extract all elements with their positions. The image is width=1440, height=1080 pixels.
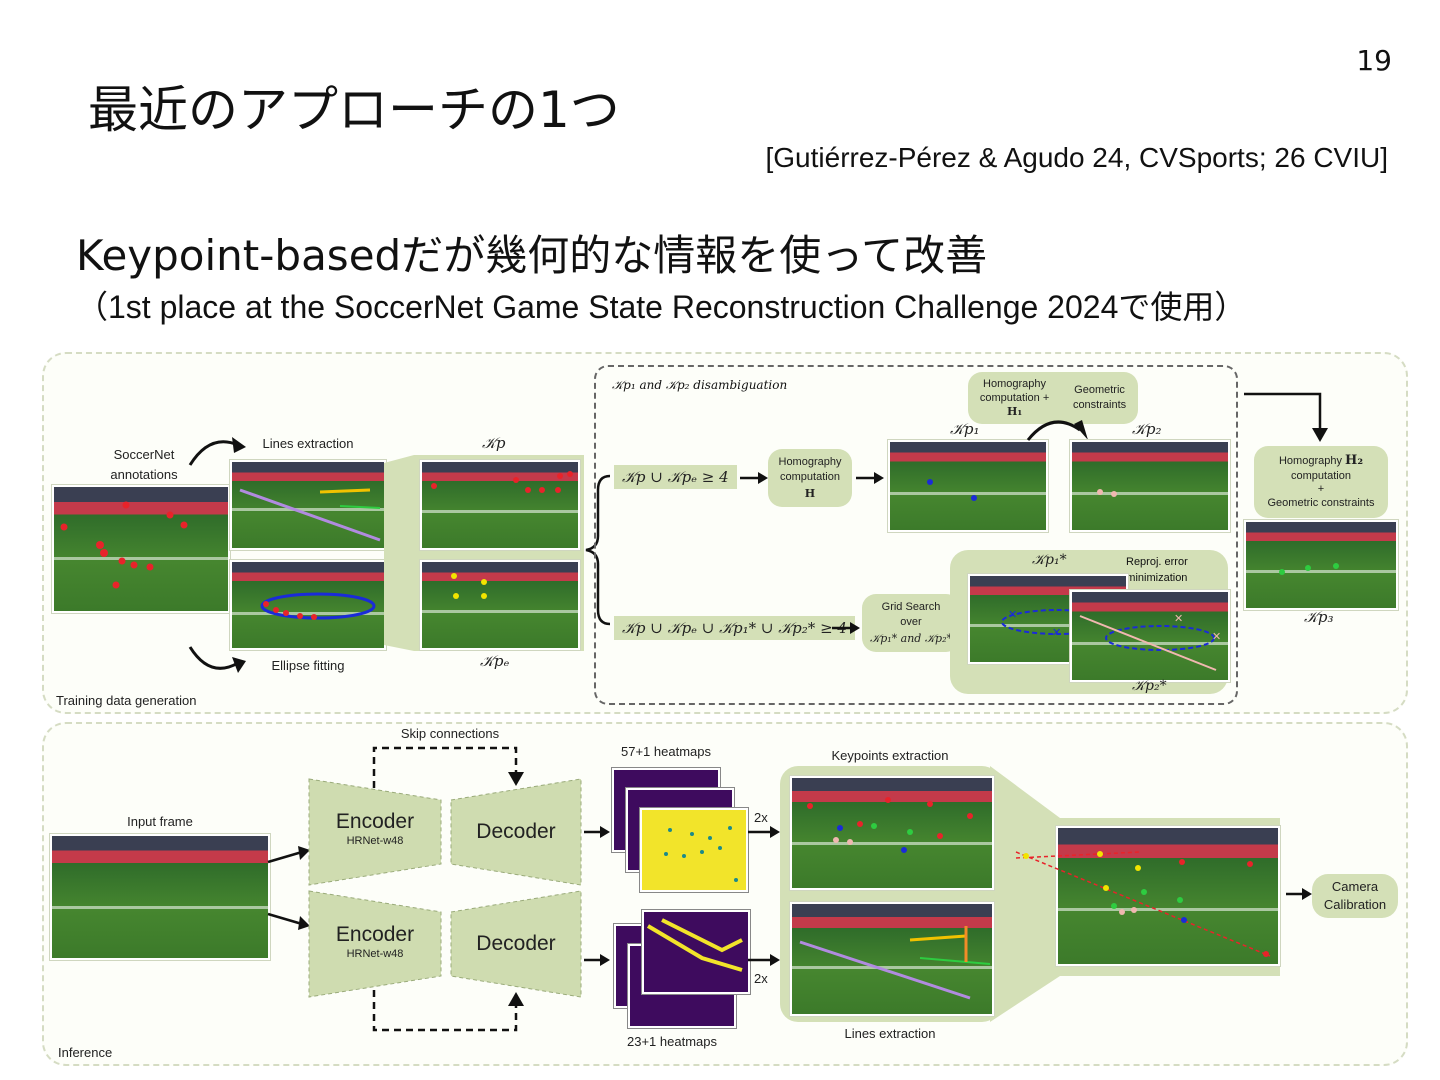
heatmaps-bottom-label: 23+1 heatmaps: [627, 1034, 717, 1049]
input-frame: [50, 834, 270, 960]
kpe-points: [451, 573, 487, 599]
kp1-points: [927, 479, 977, 501]
kp2-star-label: 𝒦p₂*: [1132, 678, 1167, 694]
svg-text:✕: ✕: [1212, 630, 1221, 643]
scale-bottom: 2x: [754, 971, 768, 986]
skip-connection-bottom: [372, 990, 524, 1032]
keypoints-extraction-points: [807, 797, 973, 853]
lines-overlay: [239, 488, 381, 542]
kpe-frame: [420, 560, 580, 650]
decoder-bottom-shape: [450, 890, 582, 998]
arrow-kp1-to-kp2: [1026, 420, 1088, 441]
kp-label: 𝒦p: [482, 434, 506, 452]
split-brace: [585, 474, 611, 626]
kp-points: [431, 471, 573, 493]
kp1-frame: [888, 440, 1048, 532]
inference-panel-label: Inference: [58, 1045, 113, 1060]
arrow-cond-top: [740, 472, 768, 484]
grid-search-box: Grid Search over 𝒦p₁* and 𝒦p₂*: [862, 594, 960, 652]
lines-extraction-label: Lines extraction: [262, 436, 354, 451]
annotations-frame: [52, 485, 230, 613]
reproj-label: Reproj. error minimization: [1126, 556, 1188, 584]
encoder-bottom-shape: [308, 890, 442, 998]
homography-h2-box: Homography H₂ computation + Geometric co…: [1254, 446, 1388, 518]
slide-heading: Keypoint-basedだが幾何的な情報を使って改善: [76, 231, 988, 280]
kp3-frame: [1244, 520, 1398, 610]
input-frame-label: Input frame: [127, 814, 193, 829]
encoder-top-title: Encoder: [335, 810, 415, 833]
kp2-star-overlay: ✕✕: [1079, 612, 1221, 671]
keypoints-extraction-frame: [790, 776, 994, 890]
arrows-to-extraction: [748, 826, 780, 966]
slide-title: 最近のアプローチの1つ: [88, 81, 620, 139]
kp3-points: [1279, 563, 1339, 575]
input-arrows: [267, 846, 310, 930]
arrow-to-h2: [1244, 392, 1328, 442]
kp3-label: 𝒦p₃: [1304, 608, 1334, 626]
kp-frame: [420, 460, 580, 550]
arrow-cond-bottom: [832, 622, 860, 634]
kp1-label: 𝒦p₁: [950, 420, 980, 438]
encoder-top-shape: [308, 778, 442, 886]
heatmap-bottom-lines: [646, 918, 743, 972]
condition-top: 𝒦p ∪ 𝒦pₑ ≥ 4: [614, 465, 737, 489]
ellipse-fitting-frame: [230, 560, 386, 650]
arrow-to-calibration: [1286, 888, 1312, 900]
slide-subline: （1st place at the SoccerNet Game State R…: [76, 289, 1247, 325]
homography-h1-box: Homography computation + H₁ Geometric co…: [968, 372, 1138, 424]
lines-extraction-inference-overlay: [799, 926, 990, 1000]
soccernet-annotations-label: SoccerNet annotations: [110, 447, 178, 482]
curved-arrows: [188, 437, 246, 673]
citation: [Gutiérrez-Pérez & Agudo 24, CVSports; 2…: [765, 142, 1388, 173]
svg-text:✕: ✕: [1052, 626, 1061, 639]
scale-top: 2x: [754, 810, 768, 825]
kp2-star-frame: [1070, 590, 1230, 682]
skip-connections-label: Skip connections: [400, 726, 500, 741]
heatmaps-top-label: 57+1 heatmaps: [621, 744, 711, 759]
disambiguation-title: 𝒦p₁ and 𝒦p₂ disambiguation: [612, 378, 788, 392]
keypoints-extraction-label: Keypoints extraction: [831, 748, 949, 763]
combined-frame: [1056, 826, 1280, 966]
heatmap-top-points: [664, 826, 738, 882]
ellipse-overlay: [260, 592, 376, 620]
svg-text:✕: ✕: [1008, 608, 1017, 621]
kpe-label: 𝒦pₑ: [480, 652, 510, 670]
encoder-top-sub: HRNet-w48: [346, 835, 404, 847]
decoder-top-shape: [450, 778, 582, 886]
decoder-bottom-title: Decoder: [476, 932, 556, 955]
lines-extraction-inference-label: Lines extraction: [844, 1026, 936, 1041]
skip-connection-top: [372, 746, 524, 788]
heatmap-top-front: [640, 808, 748, 892]
disambiguation-box: [594, 365, 1238, 705]
encoder-bottom-title: Encoder: [335, 923, 415, 946]
combined-overlay: [1015, 851, 1271, 957]
kp1-star-label: 𝒦p₁*: [1032, 552, 1067, 568]
condition-bottom: 𝒦p ∪ 𝒦pₑ ∪ 𝒦p₁* ∪ 𝒦p₂* ≥ 4: [614, 616, 855, 640]
lines-extraction-frame: [230, 460, 386, 550]
page-number: 19: [1356, 44, 1392, 77]
heatmap-bottom-front: [642, 910, 750, 994]
arrows-to-heatmaps: [584, 826, 610, 966]
camera-calibration-box: Camera Calibration: [1312, 874, 1398, 918]
decoder-top-title: Decoder: [476, 820, 556, 843]
encoder-bottom-sub: HRNet-w48: [346, 948, 404, 960]
ellipse-fitting-label: Ellipse fitting: [271, 658, 345, 673]
annotation-points: [60, 501, 188, 589]
lines-extraction-inference-frame: [790, 902, 994, 1016]
training-panel-label: Training data generation: [56, 693, 197, 708]
svg-text:✕: ✕: [1174, 612, 1183, 625]
kp2-points: [1097, 489, 1117, 497]
homography-h-box: Homography computation H: [768, 449, 852, 507]
kp2-label: 𝒦p₂: [1132, 420, 1162, 438]
arrow-to-kp1: [856, 472, 884, 484]
kp2-frame: [1070, 440, 1230, 532]
